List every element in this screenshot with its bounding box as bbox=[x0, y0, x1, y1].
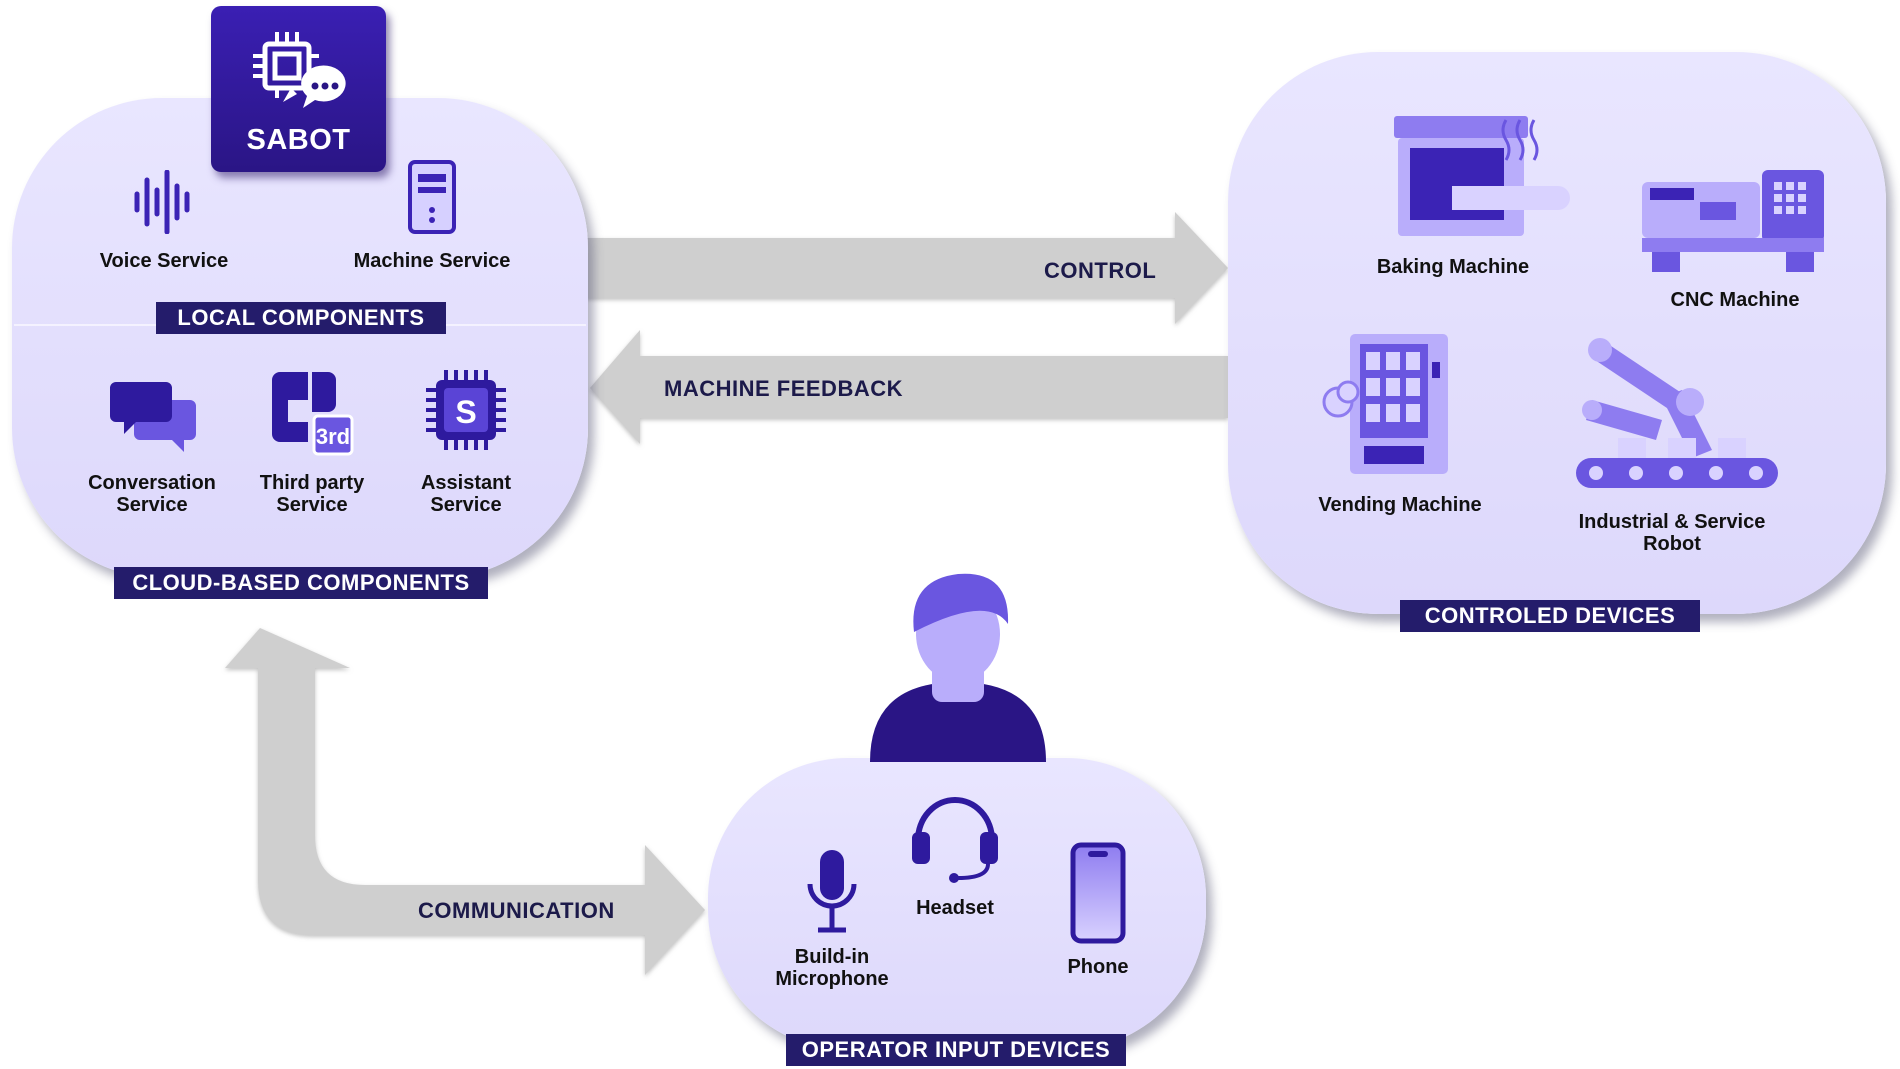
third-party-badge: 3rd bbox=[316, 424, 350, 449]
machine-service-label: Machine Service bbox=[353, 250, 511, 272]
feedback-label: MACHINE FEEDBACK bbox=[664, 376, 903, 401]
devices-panel bbox=[1228, 52, 1886, 614]
baking-machine-label: Baking Machine bbox=[1376, 256, 1530, 278]
conversation-service-label: Conversation Service bbox=[88, 472, 216, 516]
cnc-machine-icon bbox=[1642, 170, 1824, 272]
chip-icon: S bbox=[426, 370, 506, 450]
phone-icon bbox=[1070, 842, 1126, 944]
control-label: CONTROL bbox=[1044, 258, 1157, 283]
vending-machine-label: Vending Machine bbox=[1318, 494, 1482, 516]
operator-person-icon bbox=[870, 573, 1046, 762]
robot-label: Industrial & Service Robot bbox=[1578, 511, 1766, 555]
server-tower-icon bbox=[408, 160, 456, 234]
control-arrow bbox=[585, 212, 1228, 324]
controlled-devices-label: CONTROLED DEVICES bbox=[1400, 600, 1700, 632]
vending-machine-icon bbox=[1322, 334, 1448, 474]
microphone-label: Build-in Microphone bbox=[775, 946, 889, 990]
sabot-title: SABOT bbox=[246, 124, 351, 156]
sabot-logo: SABOT bbox=[211, 6, 386, 172]
sound-wave-icon bbox=[134, 170, 190, 234]
communication-label: COMMUNICATION bbox=[418, 898, 615, 923]
oven-icon bbox=[1394, 116, 1570, 236]
third-party-service-label: Third party Service bbox=[259, 472, 365, 516]
local-components-label: LOCAL COMPONENTS bbox=[156, 302, 446, 334]
components-panel bbox=[12, 98, 588, 578]
headset-label: Headset bbox=[916, 897, 994, 919]
communication-arrow bbox=[225, 628, 705, 975]
voice-service-label: Voice Service bbox=[99, 250, 229, 272]
phone-label: Phone bbox=[1067, 956, 1129, 978]
assistant-chip-glyph: S bbox=[455, 394, 476, 430]
third-party-icon: 3rd bbox=[272, 372, 354, 456]
microphone-icon bbox=[807, 850, 857, 933]
cnc-machine-label: CNC Machine bbox=[1670, 289, 1800, 311]
chat-bubbles-icon bbox=[110, 382, 196, 452]
assistant-service-label: Assistant Service bbox=[420, 472, 512, 516]
feedback-arrow bbox=[590, 330, 1228, 444]
robot-arm-icon bbox=[1576, 338, 1778, 488]
chip-chat-logo-icon bbox=[253, 32, 346, 108]
cloud-components-label: CLOUD-BASED COMPONENTS bbox=[114, 567, 488, 599]
operator-devices-label: OPERATOR INPUT DEVICES bbox=[786, 1034, 1126, 1066]
headset-icon bbox=[912, 797, 998, 883]
